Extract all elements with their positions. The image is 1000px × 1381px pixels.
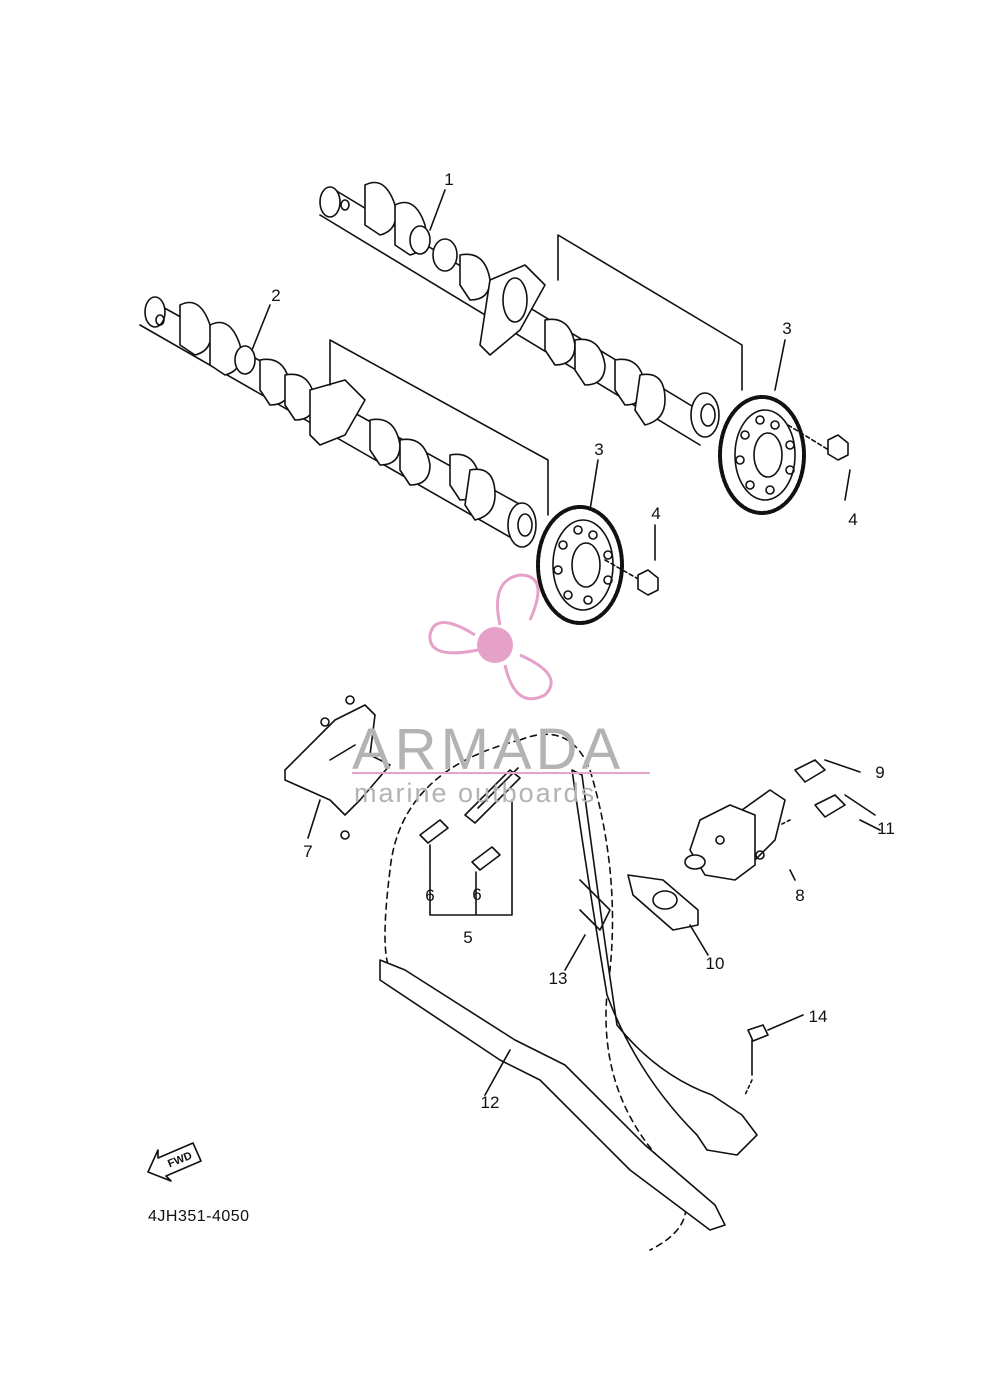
- camshaft-2: [139, 296, 549, 548]
- callout-7: 7: [303, 842, 313, 861]
- watermark-subtitle: marine outboards: [354, 778, 597, 808]
- callout-5: 5: [463, 928, 473, 947]
- camshaft-1: [319, 181, 743, 446]
- callout-8: 8: [795, 886, 805, 905]
- callout-10: 10: [705, 954, 725, 973]
- bolt-14: [744, 1014, 804, 1096]
- callout-4-right: 4: [848, 510, 858, 529]
- callout-9: 9: [875, 763, 885, 782]
- chain-guide-13: [564, 769, 758, 1156]
- chain-links-5: [419, 767, 521, 916]
- bolt-4-left: [604, 559, 659, 596]
- chain-guide-7: [284, 695, 391, 840]
- callout-3-left: 3: [594, 440, 604, 459]
- callout-13: 13: [548, 969, 568, 988]
- callout-2: 2: [271, 286, 281, 305]
- callout-3-right: 3: [782, 319, 792, 338]
- propeller-icon: [428, 573, 553, 701]
- fwd-arrow-icon: [147, 1142, 202, 1182]
- callout-14: 14: [808, 1007, 828, 1026]
- sprocket-3-right: [718, 395, 806, 515]
- watermark-divider: [352, 772, 650, 774]
- watermark-title: ARMADA: [352, 717, 625, 782]
- callout-11: 11: [877, 819, 895, 838]
- bolt-9: [794, 759, 861, 783]
- callout-6-left: 6: [425, 886, 435, 905]
- callout-6-right: 6: [472, 885, 482, 904]
- callout-4-left: 4: [651, 504, 661, 523]
- sprocket-3-left: [536, 505, 624, 625]
- bolt-4-right: [787, 424, 849, 461]
- gasket-10: [627, 874, 709, 956]
- bolt-11: [779, 794, 876, 826]
- chain-tensioner-8: [684, 789, 786, 881]
- diagram-code: 4JH351-4050: [148, 1208, 250, 1225]
- callout-1: 1: [444, 170, 454, 189]
- callout-12: 12: [480, 1093, 500, 1112]
- chain-guide-12: [379, 959, 726, 1231]
